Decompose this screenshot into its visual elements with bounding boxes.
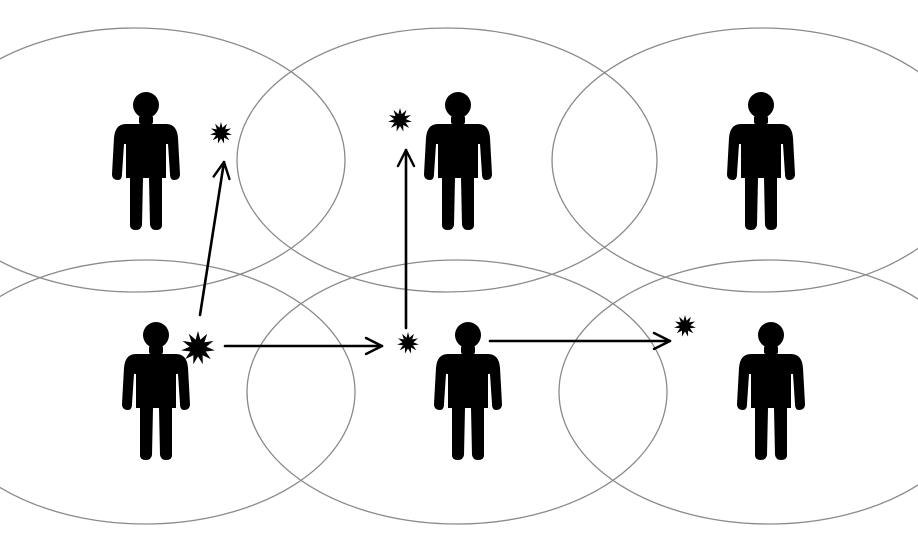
spark-icon: [674, 315, 696, 337]
arrow-spark1-to-top-left: [198, 160, 231, 317]
signal-sparks: [181, 108, 696, 365]
coverage-zone: [0, 259, 356, 525]
spark-icon: [210, 122, 232, 144]
person-icon: [737, 322, 805, 460]
spark-icon: [397, 332, 419, 354]
person-icon: [122, 322, 190, 460]
coverage-zone: [558, 259, 918, 525]
coverage-zones: [0, 27, 918, 525]
spark-icon: [388, 108, 412, 132]
person-icon: [434, 322, 502, 460]
person-icon: [424, 92, 492, 230]
people: [112, 92, 805, 460]
person-icon: [727, 92, 795, 230]
person-icon: [112, 92, 180, 230]
spark-icon: [181, 331, 215, 365]
transmission-arrows: [198, 148, 672, 356]
coverage-zone: [246, 259, 668, 525]
coverage-zone: [0, 27, 346, 293]
coverage-zone: [551, 27, 918, 293]
coverage-zone: [236, 27, 658, 293]
